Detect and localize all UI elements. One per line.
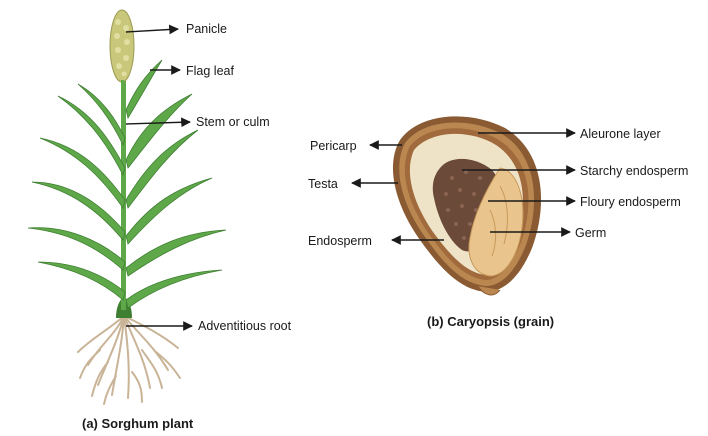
adventitious-root-label: Adventitious root bbox=[198, 319, 292, 333]
caryopsis-grain bbox=[393, 116, 541, 295]
adventitious-roots bbox=[78, 316, 180, 404]
flag-leaf-label: Flag leaf bbox=[186, 64, 234, 78]
endosperm-label: Endosperm bbox=[308, 234, 372, 248]
germ-label: Germ bbox=[575, 226, 606, 240]
plant-caption: (a) Sorghum plant bbox=[82, 416, 194, 431]
plant-callouts bbox=[126, 29, 192, 326]
panicle bbox=[110, 10, 134, 82]
starchy-endosperm-label: Starchy endosperm bbox=[580, 164, 688, 178]
stem-label: Stem or culm bbox=[196, 115, 270, 129]
leaves bbox=[28, 60, 226, 308]
panicle-label: Panicle bbox=[186, 22, 227, 36]
aleurone-label: Aleurone layer bbox=[580, 127, 661, 141]
testa-label: Testa bbox=[308, 177, 338, 191]
grain-caption: (b) Caryopsis (grain) bbox=[427, 314, 554, 329]
pericarp-label: Pericarp bbox=[310, 139, 357, 153]
stem-culm bbox=[121, 70, 126, 310]
floury-endosperm-label: Floury endosperm bbox=[580, 195, 681, 209]
